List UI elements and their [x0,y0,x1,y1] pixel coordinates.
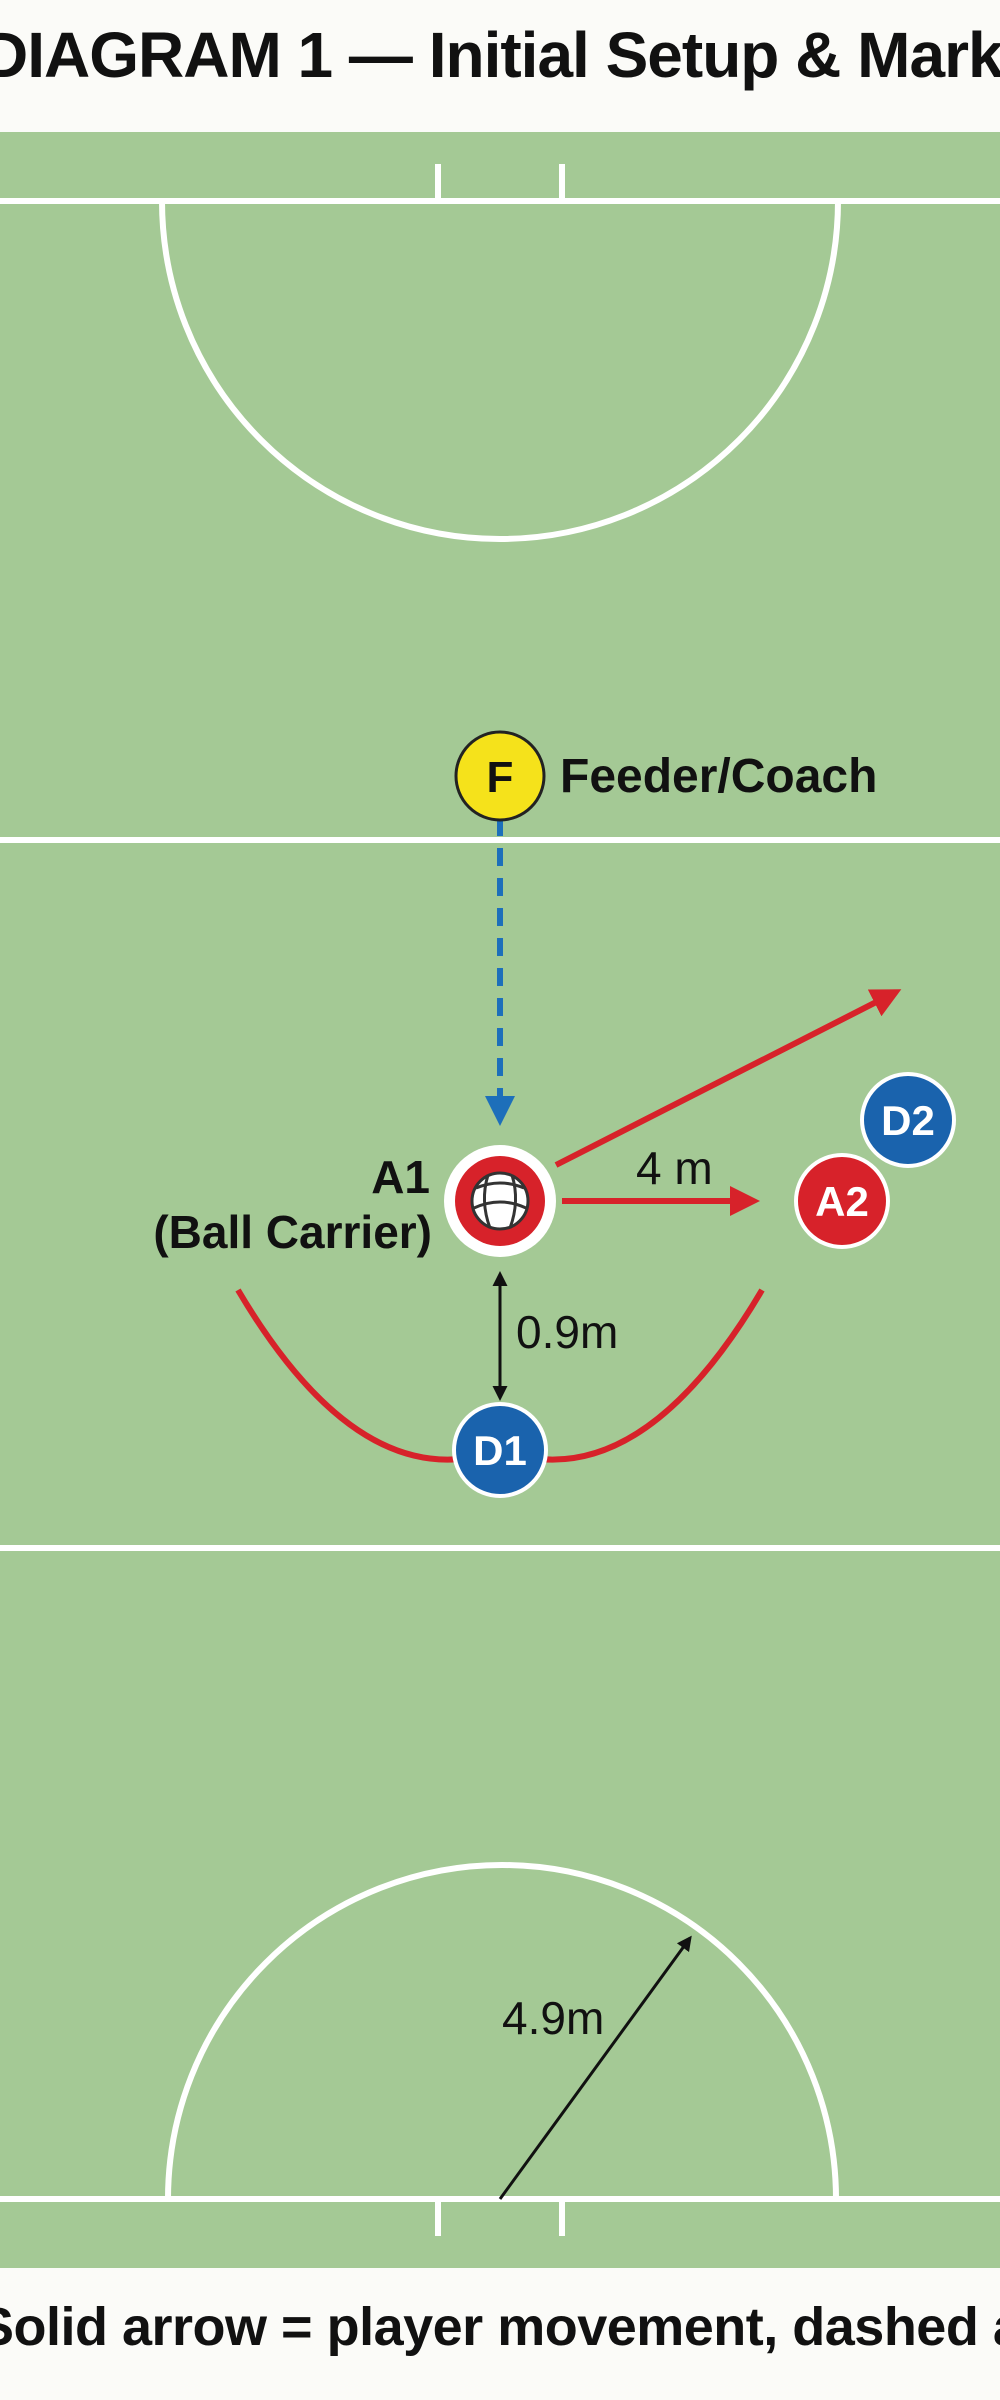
feeder-token: F [454,730,546,822]
d2-token: D2 [860,1072,956,1168]
feeder-token-label: F [487,753,514,802]
a1-token [444,1145,556,1257]
marking-distance-label: 0.9m [516,1306,618,1358]
title-band: DIAGRAM 1 — Initial Setup & Marking Posi… [0,0,1000,132]
a2-token-label: A2 [815,1178,869,1225]
d1-token-label: D1 [473,1427,527,1474]
netball-icon [470,1171,530,1231]
a2-token: A2 [794,1153,890,1249]
a1-role-label: (Ball Carrier) [153,1206,432,1258]
bottom-goal-circle [165,1862,839,2200]
radius-label: 4.9m [502,1992,604,2044]
movement-arrow-to-space [554,989,902,1168]
diagram-title: DIAGRAM 1 — Initial Setup & Marking Posi… [0,19,1000,91]
d1-token: D1 [452,1402,548,1498]
caption-band: Solid arrow = player movement, dashed ar… [0,2268,1000,2400]
d2-token-label: D2 [881,1097,935,1144]
diagram-caption: Solid arrow = player movement, dashed ar… [0,2297,1000,2357]
radius-arrow [498,1935,692,2200]
a1-token-label: A1 [371,1151,430,1203]
top-goal-circle [159,200,841,542]
pass-distance-label: 4 m [636,1142,713,1194]
feeder-label: Feeder/Coach [560,750,877,803]
